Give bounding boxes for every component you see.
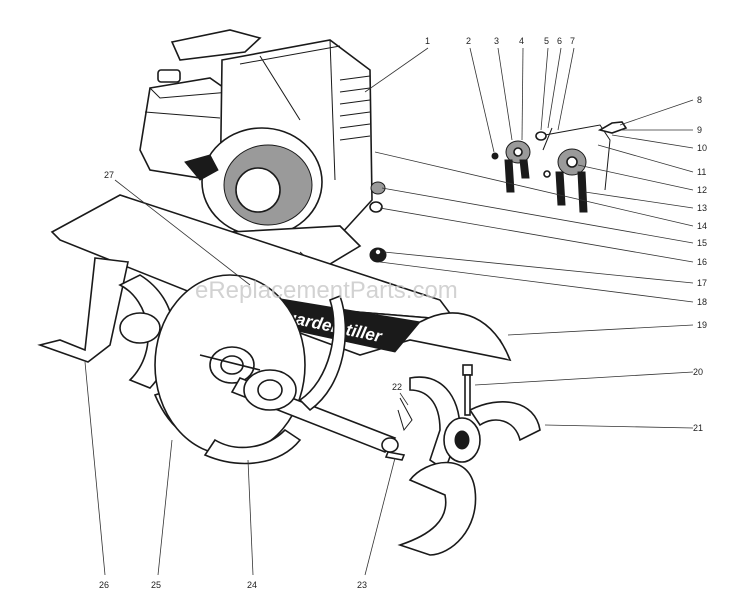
callout-15: 15 bbox=[697, 238, 707, 248]
callout-21: 21 bbox=[693, 423, 703, 433]
callout-10: 10 bbox=[697, 143, 707, 153]
callout-4: 4 bbox=[519, 36, 524, 46]
tine-assembly bbox=[37, 257, 541, 556]
callout-9: 9 bbox=[697, 125, 702, 135]
callout-22: 22 bbox=[392, 382, 402, 392]
callout-6: 6 bbox=[557, 36, 562, 46]
engine-mount-hardware bbox=[369, 181, 387, 263]
callout-11: 11 bbox=[697, 167, 706, 177]
handle-bracket-assembly bbox=[491, 121, 628, 213]
callout-14: 14 bbox=[697, 221, 707, 231]
callout-25: 25 bbox=[151, 580, 161, 590]
callout-numbers: 1 2 3 4 5 6 7 8 9 10 11 12 13 14 15 16 1… bbox=[99, 36, 707, 590]
callout-13: 13 bbox=[697, 203, 707, 213]
callout-18: 18 bbox=[697, 297, 707, 307]
watermark: eReplacementParts.com bbox=[195, 277, 458, 304]
callout-26: 26 bbox=[99, 580, 109, 590]
leader-lines bbox=[84, 47, 694, 576]
callout-17: 17 bbox=[697, 278, 707, 288]
callout-20: 20 bbox=[693, 367, 703, 377]
callout-7: 7 bbox=[570, 36, 575, 46]
callout-16: 16 bbox=[697, 257, 707, 267]
callout-2: 2 bbox=[466, 36, 471, 46]
callout-19: 19 bbox=[697, 320, 707, 330]
callout-23: 23 bbox=[357, 580, 367, 590]
callout-24: 24 bbox=[247, 580, 257, 590]
callout-5: 5 bbox=[544, 36, 549, 46]
callout-1: 1 bbox=[425, 36, 430, 46]
callout-3: 3 bbox=[494, 36, 499, 46]
callout-27: 27 bbox=[104, 170, 114, 180]
callout-12: 12 bbox=[697, 185, 707, 195]
callout-8: 8 bbox=[697, 95, 702, 105]
